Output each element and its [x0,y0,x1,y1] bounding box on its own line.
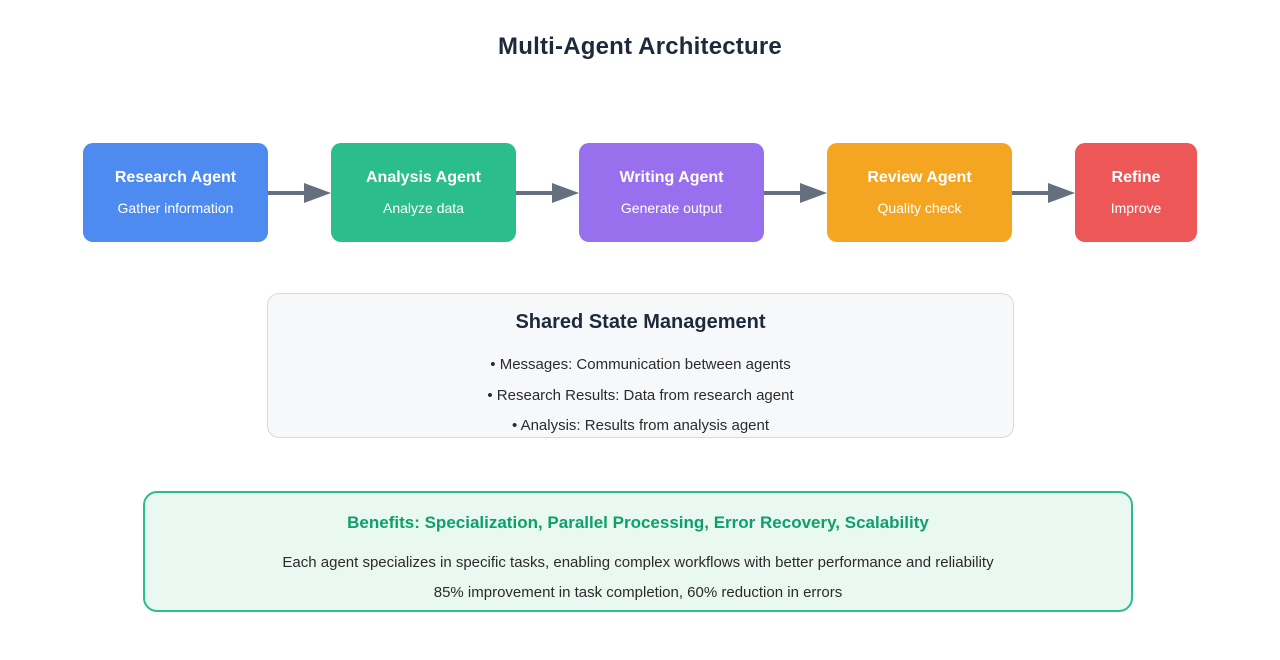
shared-state-item: • Messages: Communication between agents [490,356,791,373]
agent-node-subtitle: Quality check [877,200,962,216]
flow-arrow-icon [764,182,827,203]
agent-node-title: Analysis Agent [366,169,481,186]
agent-node-title: Refine [1111,169,1161,186]
agent-node-subtitle: Improve [1110,200,1162,216]
shared-state-list: • Messages: Communication between agents… [268,350,1013,442]
arrow-line [516,190,552,195]
agent-node-title: Review Agent [867,169,972,186]
shared-state-panel: Shared State Management • Messages: Comm… [267,293,1014,438]
agent-node-review: Review Agent Quality check [827,143,1012,242]
arrow-line [764,190,800,195]
flow-arrow-icon [1012,182,1075,203]
arrow-line [268,190,304,195]
agent-node-subtitle: Analyze data [383,200,464,216]
agent-node-subtitle: Gather information [117,200,234,216]
arrow-head-icon [1048,182,1075,203]
agent-node-title: Writing Agent [619,169,724,186]
agent-node-title: Research Agent [114,169,237,186]
shared-state-item: • Analysis: Results from analysis agent [511,417,770,434]
page-title: Multi-Agent Architecture [498,33,782,60]
agent-node-refine: Refine Improve [1075,143,1197,242]
arrow-head-icon [800,182,827,203]
benefits-title: Benefits: Specialization, Parallel Proce… [347,513,929,532]
agent-node-analysis: Analysis Agent Analyze data [331,143,516,242]
arrow-head-icon [552,182,579,203]
benefits-line: 85% improvement in task completion, 60% … [433,584,843,601]
benefits-line: Each agent specializes in specific tasks… [282,554,994,571]
agent-node-writing: Writing Agent Generate output [579,143,764,242]
benefits-panel: Benefits: Specialization, Parallel Proce… [143,491,1133,612]
flow-arrow-icon [516,182,579,203]
agent-node-research: Research Agent Gather information [83,143,268,242]
arrow-line [1012,190,1048,195]
benefits-body: Each agent specializes in specific tasks… [145,548,1131,608]
arrow-head-icon [304,182,331,203]
shared-state-item: • Research Results: Data from research a… [487,386,794,404]
flow-arrow-icon [268,182,331,203]
shared-state-title: Shared State Management [515,311,766,333]
agent-node-subtitle: Generate output [620,200,723,216]
